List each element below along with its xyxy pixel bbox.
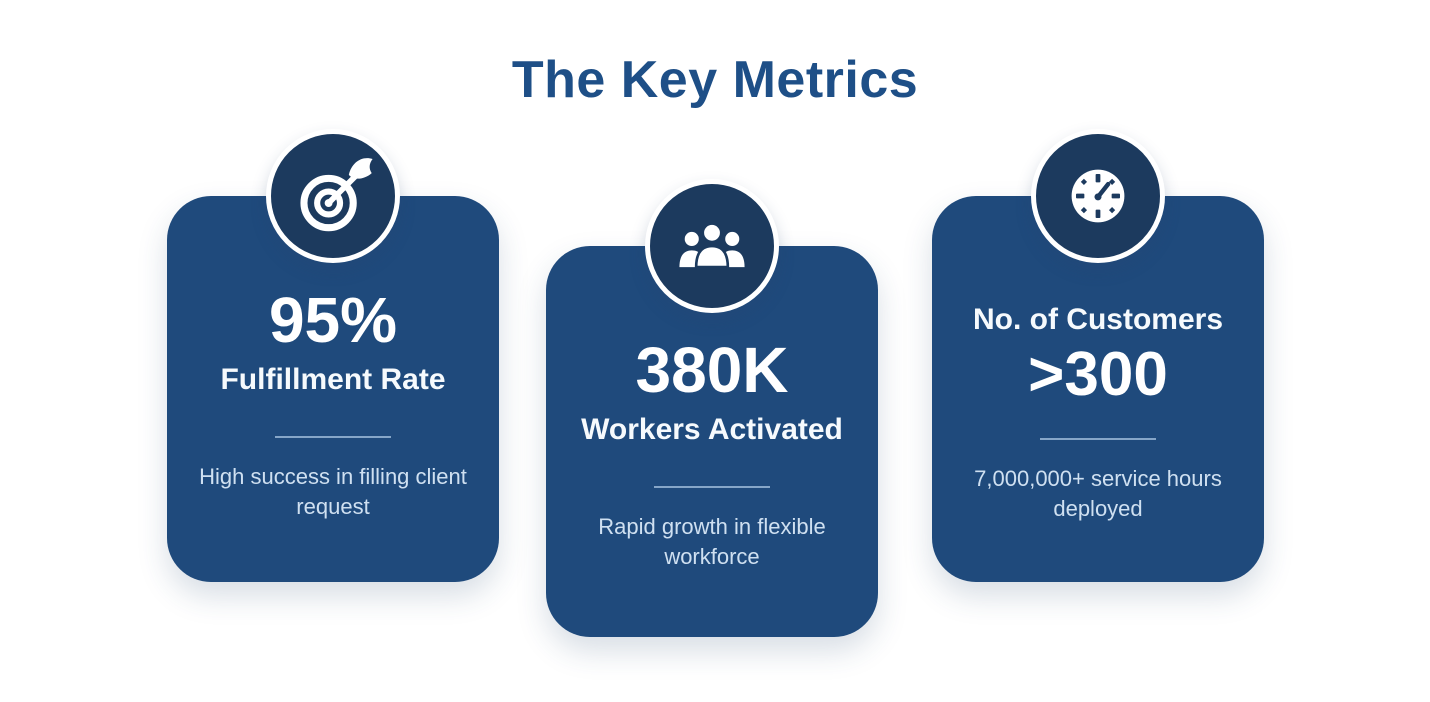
metric-value: 95% (268, 284, 398, 356)
people-icon (645, 179, 779, 313)
divider (1040, 438, 1156, 440)
clock-icon (1031, 129, 1165, 263)
metric-card-fulfillment-rate: 95% Fulfillment Rate High success in fil… (167, 129, 499, 582)
metric-value: >300 (1028, 340, 1168, 409)
target-icon (266, 129, 400, 263)
metric-description: Rapid growth in flexible workforce (598, 514, 826, 570)
metric-card-workers-activated: 380K Workers Activated Rapid growth in f… (546, 179, 878, 637)
metric-label: Fulfillment Rate (220, 363, 446, 396)
metric-label: Workers Activated (581, 413, 843, 446)
divider (654, 486, 770, 488)
metric-description: High success in filling client request (199, 464, 467, 520)
metric-label: No. of Customers (972, 303, 1224, 336)
metric-description: 7,000,000+ service hours deployed (974, 466, 1222, 522)
divider (275, 436, 391, 438)
metric-value: 380K (635, 334, 789, 406)
page-title: The Key Metrics (511, 51, 919, 109)
metric-card-customers: No. of Customers >300 7,000,000+ service… (932, 129, 1264, 582)
